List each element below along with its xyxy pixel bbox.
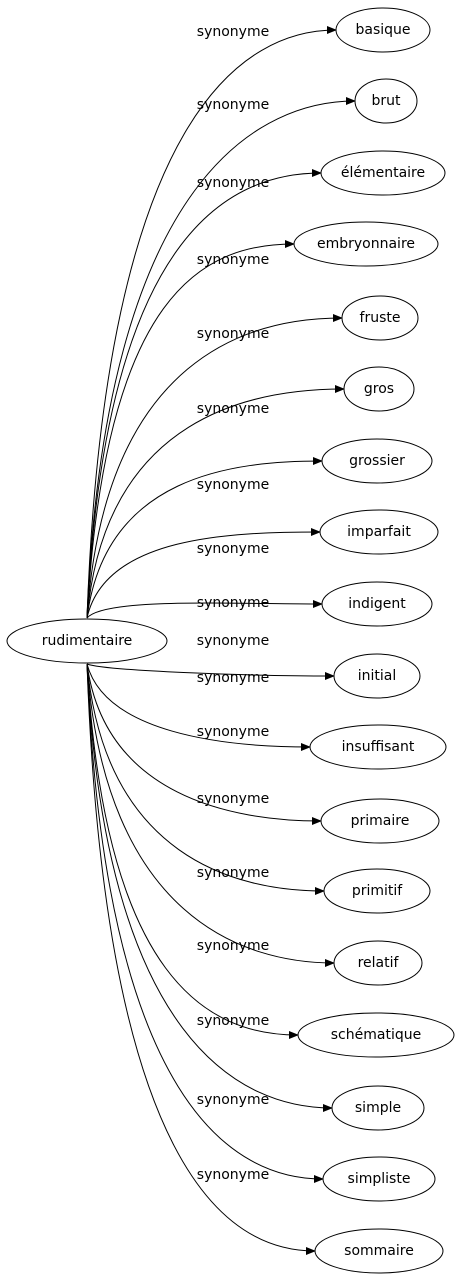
edge-line — [86, 528, 321, 619]
edge-label: synonyme — [197, 1013, 269, 1029]
edge-initial: synonyme — [86, 633, 335, 680]
edge-schematique: synonyme — [86, 663, 299, 1039]
node-basique: basique — [335, 7, 431, 53]
center-node: rudimentaire — [6, 618, 168, 664]
edge-line — [86, 663, 333, 1112]
edge-line — [86, 457, 323, 619]
edge-label: synonyme — [197, 477, 269, 493]
edge-label: synonyme — [197, 791, 269, 807]
edge-label: synonyme — [197, 595, 269, 611]
edge-imparfait: synonyme — [86, 528, 321, 619]
node-label: primaire — [351, 813, 410, 829]
edge-label: synonyme — [197, 175, 269, 191]
edge-line — [86, 169, 322, 619]
node-label: schématique — [331, 1027, 421, 1043]
node-insuffisant: insuffisant — [309, 724, 447, 770]
node-label: simpliste — [348, 1171, 411, 1187]
edge-label: synonyme — [197, 633, 269, 649]
node-schematique: schématique — [297, 1012, 455, 1058]
edge-line — [86, 240, 295, 619]
edge-line — [86, 385, 345, 619]
node-label: grossier — [349, 453, 405, 469]
edge-relatif: synonyme — [86, 663, 335, 967]
edge-label: synonyme — [197, 1092, 269, 1108]
node-label: imparfait — [347, 524, 411, 540]
edge-line — [86, 663, 324, 1183]
node-label: brut — [371, 93, 401, 109]
node-grossier: grossier — [321, 438, 433, 484]
node-initial: initial — [333, 653, 421, 699]
node-embryonnaire: embryonnaire — [293, 221, 439, 267]
edge-line — [86, 663, 325, 895]
edge-primitif: synonyme — [86, 663, 325, 895]
edge-grossier: synonyme — [86, 457, 323, 619]
node-simple: simple — [331, 1085, 425, 1131]
node-label: fruste — [360, 310, 401, 326]
node-relatif: relatif — [333, 940, 423, 986]
edge-label: synonyme — [197, 97, 269, 113]
node-label: indigent — [348, 596, 406, 612]
edge-label: synonyme — [197, 401, 269, 417]
node-label: relatif — [358, 955, 400, 971]
edge-primaire: synonyme — [86, 663, 322, 825]
edge-line — [86, 663, 299, 1039]
edges-layer: synonyme synonyme synonyme synonyme synonyme… — [86, 24, 356, 1255]
node-fruste: fruste — [341, 295, 419, 341]
node-elementaire: élémentaire — [320, 150, 446, 196]
edge-elementaire: synonyme — [86, 169, 322, 619]
edge-line — [86, 663, 335, 967]
node-simpliste: simpliste — [322, 1156, 436, 1202]
edge-indigent: synonyme — [86, 595, 323, 619]
edge-label: synonyme — [197, 865, 269, 881]
node-imparfait: imparfait — [319, 509, 439, 555]
edge-line — [86, 599, 323, 619]
node-label: embryonnaire — [317, 236, 415, 252]
node-label: initial — [358, 668, 397, 684]
node-primitif: primitif — [323, 868, 431, 914]
edge-label: synonyme — [197, 938, 269, 954]
node-label: simple — [355, 1100, 401, 1116]
edge-label: synonyme — [197, 252, 269, 268]
node-primaire: primaire — [320, 798, 440, 844]
edge-embryonnaire: synonyme — [86, 240, 295, 619]
edge-line — [86, 663, 316, 1255]
edge-line — [86, 663, 322, 825]
edge-insuffisant: synonyme — [86, 663, 311, 751]
node-label: sommaire — [344, 1243, 414, 1259]
node-label: élémentaire — [341, 165, 425, 181]
edge-gros: synonyme — [86, 385, 345, 619]
node-gros: gros — [343, 366, 415, 412]
edge-label: synonyme — [197, 724, 269, 740]
center-node-label: rudimentaire — [42, 633, 133, 649]
edge-label: synonyme — [197, 1167, 269, 1183]
node-label: basique — [355, 22, 410, 38]
edge-label: synonyme — [197, 326, 269, 342]
edge-label: synonyme — [197, 670, 269, 686]
edge-simpliste: synonyme — [86, 663, 324, 1183]
edge-sommaire: synonyme — [86, 663, 316, 1255]
edge-line — [86, 663, 335, 680]
edge-line — [86, 663, 311, 751]
node-sommaire: sommaire — [314, 1228, 444, 1274]
edge-line — [86, 314, 343, 619]
edge-basique: synonyme — [86, 24, 337, 619]
edge-line — [86, 97, 356, 619]
edge-brut: synonyme — [86, 97, 356, 619]
node-indigent: indigent — [321, 581, 433, 627]
node-label: primitif — [352, 883, 403, 899]
node-brut: brut — [354, 78, 418, 124]
edge-label: synonyme — [197, 541, 269, 557]
edge-label: synonyme — [197, 24, 269, 40]
edge-line — [86, 26, 337, 619]
nodes-layer: rudimentaire basique brut élémentaire embry… — [6, 7, 455, 1274]
node-label: gros — [364, 381, 394, 397]
edge-fruste: synonyme — [86, 314, 343, 619]
edge-simple: synonyme — [86, 663, 333, 1112]
node-label: insuffisant — [342, 739, 415, 755]
